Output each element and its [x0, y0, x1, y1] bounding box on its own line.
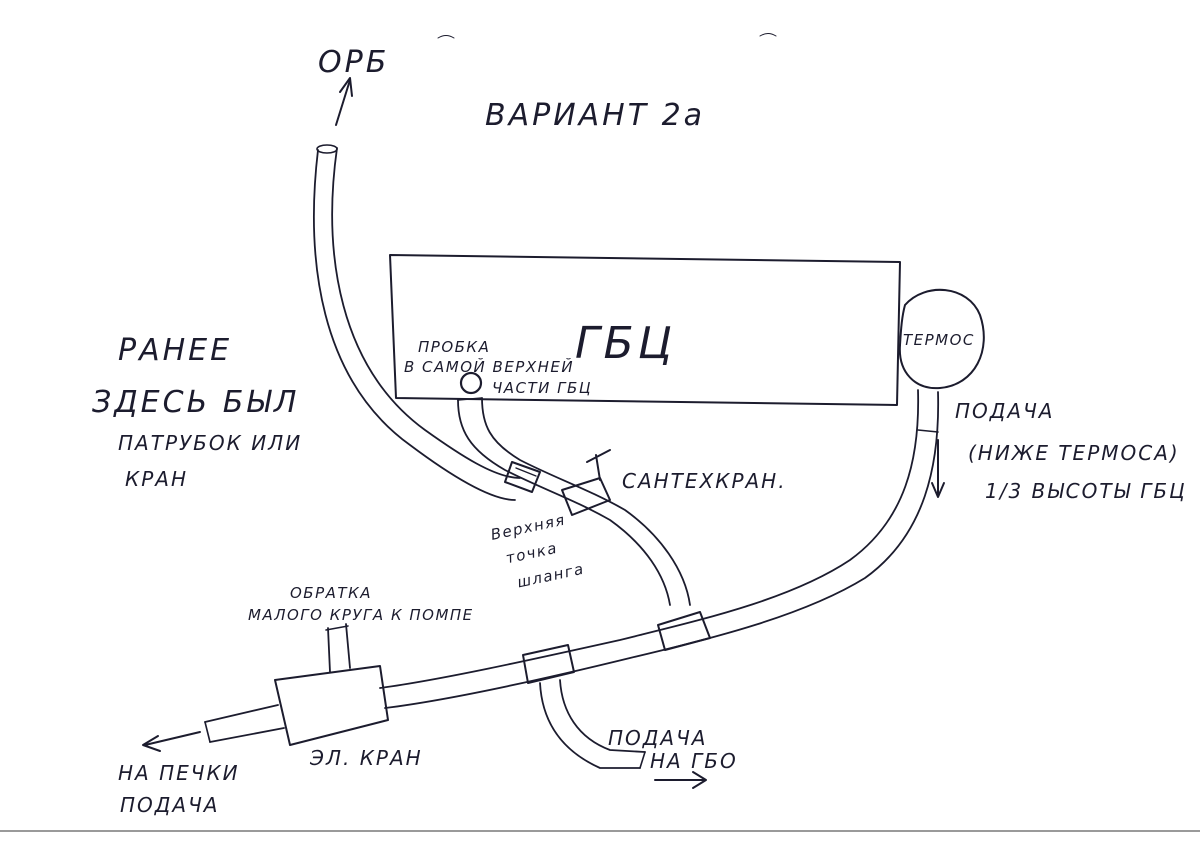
heater-label-line1: НА ПЕЧКИ	[118, 761, 240, 785]
hose-clamp	[504, 461, 541, 493]
ball-valve	[561, 449, 611, 516]
pen-mark	[759, 33, 777, 37]
thermostat-label: ТЕРМОС	[903, 331, 975, 349]
plug-icon	[459, 371, 483, 395]
gbc-label: ГБЦ	[575, 318, 676, 369]
note-line1: РАНЕЕ	[118, 333, 232, 368]
return-label-line2: МАЛОГО КРУГА К ПОМПЕ	[248, 606, 474, 624]
gbo-branch-hose	[539, 679, 646, 769]
upper-point-label-line3: шланга	[516, 560, 587, 592]
orb-arrow-icon	[335, 77, 353, 126]
gbo-supply-label-line1: ПОДАЧА	[608, 726, 707, 750]
page-edge-line	[0, 830, 1200, 832]
heater-label-line2: ПОДАЧА	[120, 793, 219, 817]
right-supply-label-line1: ПОДАЧА	[955, 399, 1054, 423]
note-line3: ПАТРУБОК ИЛИ	[118, 431, 302, 455]
plug-label-line1: ПРОБКА	[418, 338, 490, 356]
upper-point-label-line2: точка	[504, 539, 559, 568]
pen-mark	[437, 35, 455, 39]
electric-valve-label: ЭЛ. КРАН	[309, 746, 423, 770]
plug-label-line2: В САМОЙ ВЕРХНЕЙ	[404, 357, 574, 376]
ball-valve-label: САНТЕХКРАН.	[622, 469, 787, 493]
right-supply-arrow-icon	[931, 439, 945, 498]
gbo-arrow-icon	[654, 771, 707, 789]
right-supply-label-line2: (НИЖЕ ТЕРМОСА)	[968, 441, 1180, 465]
thermostat	[898, 288, 985, 390]
main-supply-hose	[379, 389, 940, 709]
gbc-block	[389, 254, 901, 406]
tee-connector-left	[522, 644, 575, 684]
return-label-line1: ОБРАТКА	[290, 584, 372, 602]
orb-label: ОРБ	[318, 45, 389, 80]
right-supply-label-line3: 1/3 ВЫСОТЫ ГБЦ	[985, 479, 1187, 503]
note-line2: ЗДЕСЬ БЫЛ	[92, 385, 299, 420]
tee-connector-right	[657, 611, 711, 651]
heater-arrow-icon	[142, 731, 201, 752]
orb-hose	[313, 144, 521, 501]
gbo-supply-label-line2: НА ГБО	[650, 749, 738, 773]
electric-valve	[274, 665, 389, 746]
return-pipe	[325, 623, 351, 673]
diagram-title: ВАРИАНТ 2а	[485, 98, 705, 133]
plug-label-line3: ЧАСТИ ГБЦ	[492, 379, 592, 397]
heater-supply-hose	[204, 704, 285, 743]
note-line4: КРАН	[125, 467, 188, 491]
plug-hose	[457, 397, 691, 606]
